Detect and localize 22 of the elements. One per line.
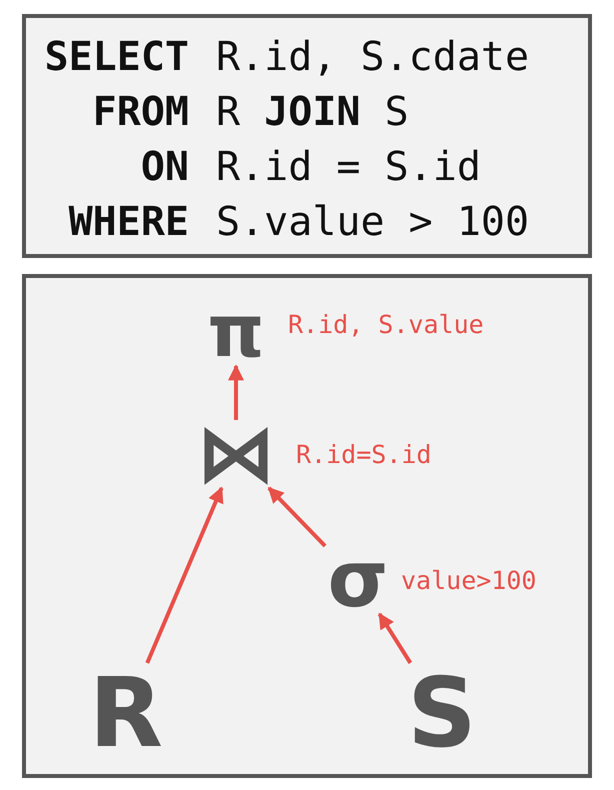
- operator-symbol: ⋈: [186, 420, 286, 488]
- query-plan-panel: [22, 274, 592, 778]
- sql-clause: R JOIN S: [216, 88, 410, 137]
- sql-clause: R.id = S.id: [216, 143, 482, 192]
- sql-keyword: WHERE: [68, 198, 189, 247]
- arrow: [145, 486, 224, 664]
- operator-annotation: R.id=S.id: [296, 442, 432, 467]
- sql-keyword: SELECT: [44, 33, 189, 82]
- sql-clause: R.id, S.cdate: [216, 33, 530, 82]
- sql-keyword: FROM: [92, 88, 189, 137]
- operator-symbol: R: [84, 663, 168, 763]
- arrow: [228, 364, 244, 420]
- operator-annotation: value>100: [401, 568, 536, 593]
- operator-symbol: σ: [318, 546, 398, 614]
- sql-clause: S.value > 100: [216, 198, 530, 247]
- query-box: [22, 14, 592, 258]
- arrow: [267, 486, 327, 548]
- operator-symbol: S: [400, 663, 484, 763]
- arrow: [378, 612, 412, 664]
- operator-annotation: R.id, S.value: [288, 312, 484, 337]
- sql-keyword: ON: [140, 143, 189, 192]
- operator-symbol: π: [201, 296, 271, 366]
